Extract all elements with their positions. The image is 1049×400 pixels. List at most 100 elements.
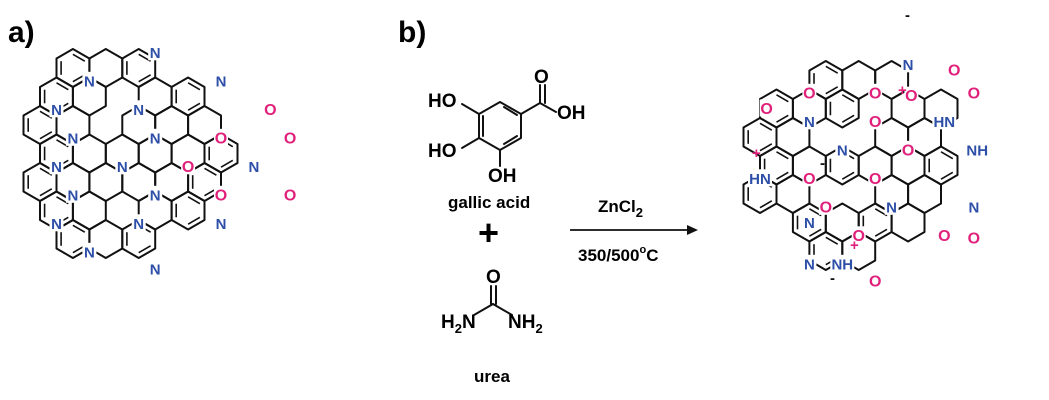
ring-b-22-double-bond-1 (808, 228, 822, 237)
product-charge-minus-5: - (830, 270, 835, 287)
a-atom-n-22: N (150, 261, 161, 278)
gallic-ho-mid: HO (428, 141, 457, 162)
a-atom-o-5-bg (263, 100, 278, 118)
ring-b-12-double-bond-0 (776, 151, 789, 160)
product-charge-plus-2: + (752, 145, 761, 162)
ring-a-7-double-bond-1 (39, 131, 53, 140)
b-atom-o-6: O (760, 101, 772, 118)
b-atom-o-9: O (869, 114, 881, 131)
b-atom-o-14: O (803, 171, 815, 188)
gallic-c-oh (539, 102, 557, 113)
product-charge-minus-0: - (905, 7, 910, 24)
product-charge-minus-3: - (820, 155, 825, 172)
b-atom-n-8: N (804, 114, 815, 131)
panel-b-label: b) (398, 16, 426, 49)
ring-b-24-double-bond-1 (874, 228, 888, 237)
b-atom-o-21: O (938, 228, 950, 245)
b-atom-hn-7: HN (933, 114, 955, 131)
a-atom-n-18: N (51, 216, 62, 233)
b-atom-o-3: O (905, 88, 917, 105)
reaction-arrow: ZnCl2 350/500oC (570, 197, 698, 265)
b-atom-n-25-bg (802, 254, 817, 272)
a-atom-n-22-bg (148, 259, 163, 277)
a-atom-o-12-bg (181, 157, 196, 175)
b-atom-nh-10: NH (966, 142, 988, 159)
a-atom-n-4: N (133, 102, 144, 119)
a-atom-n-15-bg (148, 185, 163, 203)
b-atom-n-18: N (968, 199, 979, 216)
b-atom-o-13: O (869, 171, 881, 188)
ring-a-30-double-bond-1 (138, 245, 152, 254)
a-atom-n-10: N (51, 159, 62, 176)
a-atom-n-18-bg (49, 214, 64, 232)
b-atom-o-4-bg (802, 83, 817, 101)
ring-a-17-double-bond-1 (220, 159, 234, 168)
ring-b-0-double-bond-1 (825, 86, 839, 95)
b-atom-o-24: O (869, 273, 881, 290)
b-atom-n-25: N (804, 256, 815, 273)
ring-a-2-double-bond-1 (138, 74, 152, 83)
b-atom-o-5: O (968, 85, 980, 102)
ring-a-18-double-bond-1 (39, 188, 53, 197)
a-atom-n-10-bg (49, 157, 64, 175)
b-atom-o-2-bg (868, 83, 883, 101)
b-atom-o-9-bg (868, 112, 883, 130)
b-atom-hn-15-bg (748, 169, 772, 187)
a-atom-o-8: O (215, 130, 227, 147)
gallic-oh-bottom: OH (488, 166, 517, 187)
b-atom-n-11-bg (835, 140, 850, 158)
b-atom-o-20: O (852, 228, 864, 245)
a-atom-n-3: N (51, 102, 62, 119)
a-atom-n-19-bg (131, 214, 146, 232)
gallic-carboxyl-bond (520, 102, 541, 115)
a-atom-n-1-bg (82, 71, 97, 89)
gallic-ho-top: HO (428, 91, 457, 112)
a-atom-n-14-bg (65, 185, 80, 203)
a-atom-o-16: O (215, 187, 227, 204)
ring-b-5-double-bond-1 (841, 114, 855, 123)
a-atom-n-0-bg (148, 43, 163, 61)
ring-b-0-double-bond-0 (825, 65, 839, 74)
ring-a-28-double-bond-0 (72, 224, 86, 233)
urea-carbonyl-o: O (486, 267, 501, 288)
b-atom-n-17-bg (884, 197, 899, 215)
b-atom-n-0-bg (901, 55, 916, 73)
ring-b-14-double-bond-1 (841, 171, 855, 180)
urea-structure: O H2N NH2 urea (441, 267, 543, 386)
a-atom-n-2-bg (214, 71, 228, 89)
b-atom-n-19-bg (802, 213, 817, 231)
a-atom-n-7-bg (148, 128, 163, 146)
ring-b-5 (824, 88, 860, 129)
b-atom-o-22-bg (966, 229, 981, 247)
b-atom-n-19: N (804, 215, 815, 232)
gallic-oh-mid-bond (461, 137, 480, 149)
a-atom-o-9: O (284, 130, 296, 147)
a-atom-o-17: O (284, 187, 296, 204)
a-atom-n-15: N (150, 187, 161, 204)
a-atom-n-11-bg (115, 157, 130, 175)
b-atom-n-0: N (903, 57, 914, 74)
gallic-oh-top-bond (461, 103, 480, 115)
b-atom-o-16: O (820, 199, 832, 216)
b-atom-o-12-bg (901, 140, 916, 158)
urea-cn-right (492, 303, 513, 316)
gallic-double-bond-2 (503, 135, 518, 145)
b-atom-n-17: N (886, 199, 897, 216)
b-atom-o-24-bg (868, 271, 883, 289)
a-atom-n-2: N (216, 73, 227, 90)
b-atom-o-1-bg (947, 61, 962, 78)
b-atom-o-4: O (803, 85, 815, 102)
urea-h2n-left: H2N (441, 312, 476, 336)
b-atom-o-2: O (869, 85, 881, 102)
b-atom-n-18-bg (966, 197, 981, 215)
ring-a-27 (170, 190, 206, 231)
a-atom-o-9-bg (283, 128, 298, 146)
a-atom-n-0: N (150, 45, 161, 62)
a-atom-o-8-bg (214, 128, 228, 146)
ring-b-8-double-bond-0 (759, 122, 773, 131)
gallic-acid-caption: gallic acid (448, 193, 530, 212)
b-atom-o-6-bg (759, 99, 774, 117)
gallic-carbonyl-o: O (534, 67, 549, 88)
